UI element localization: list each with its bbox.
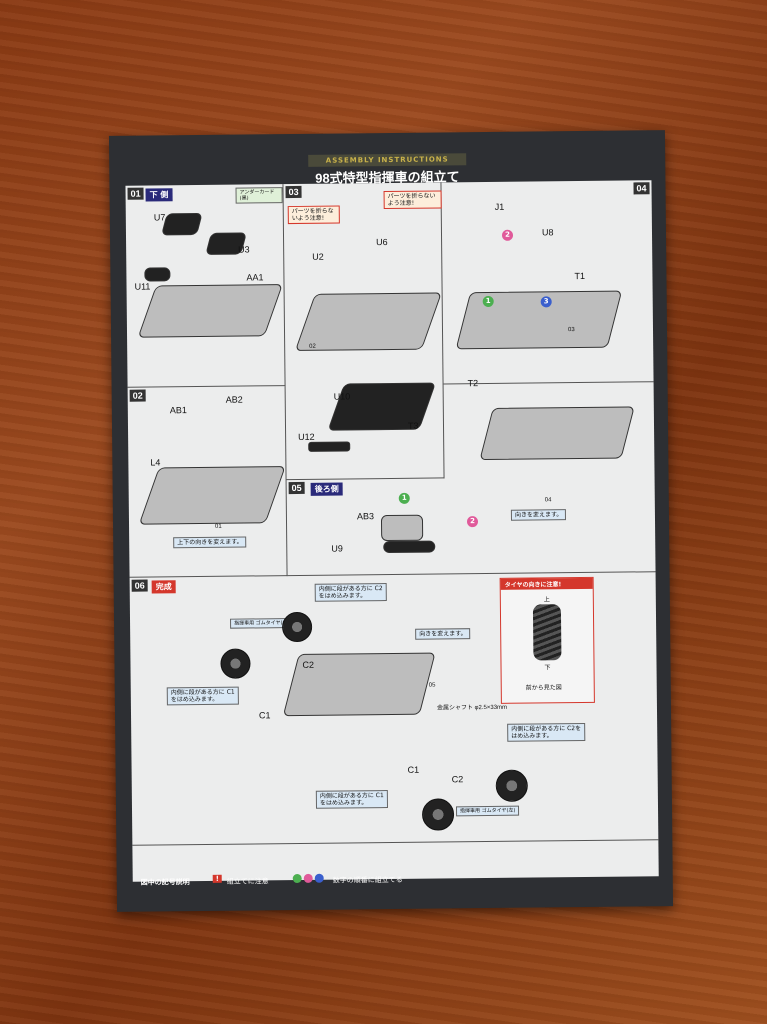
order-2-icon: 2 xyxy=(501,229,514,241)
step-03: 03 パーツを折らないよう注意! パーツを折らないよう注意! U2 U6 U10… xyxy=(283,182,445,481)
label-c2: C2 xyxy=(302,659,315,670)
step-tag: 下 側 xyxy=(145,188,173,202)
label-t3: T3 xyxy=(407,420,419,431)
label-u3: U3 xyxy=(238,244,250,255)
warning-icon: ! xyxy=(212,874,222,883)
legend-title: 図中の記号説明 xyxy=(140,878,190,887)
label-c1: C1 xyxy=(407,764,420,775)
step-note: 内側に段がある方に C1をはめ込みます。 xyxy=(166,686,239,706)
ref-label: 05 xyxy=(428,682,436,689)
step-02: 02 AB1 AB2 L4 上下の向きを変えます。 01 xyxy=(127,386,288,578)
tire-icon xyxy=(495,769,528,802)
order-icons xyxy=(292,873,325,885)
ref-label: 01 xyxy=(215,523,222,530)
part-note: アンダーカード(黒) xyxy=(235,187,283,204)
legend-item: 数字の順番に組立てる xyxy=(332,875,403,885)
order-1-icon: 1 xyxy=(482,295,494,308)
label-t1: T1 xyxy=(574,270,586,282)
part-aa1 xyxy=(137,284,283,338)
part-body xyxy=(479,406,635,461)
step-note: 向きを変えます。 xyxy=(510,509,567,521)
order-2-icon: 2 xyxy=(466,516,479,528)
label-l4: L4 xyxy=(150,457,161,468)
instruction-sheet: ASSEMBLY INSTRUCTIONS 98式特型指揮車の組立て 01 下 … xyxy=(108,130,674,912)
label-u7: U7 xyxy=(153,212,166,223)
label-ab2: AB2 xyxy=(225,394,243,405)
part-body xyxy=(138,466,286,525)
step-number: 05 xyxy=(288,481,305,495)
label-aa1: AA1 xyxy=(246,272,264,283)
tire-tread-icon xyxy=(532,604,562,661)
step-tag: 後ろ側 xyxy=(310,482,343,496)
label-j1: J1 xyxy=(494,201,505,212)
shaft-label: 金属シャフト φ2.5×33mm xyxy=(436,704,508,712)
step-tag: 完成 xyxy=(151,580,176,594)
part-ab3 xyxy=(380,514,424,542)
warning-note: パーツを折らないよう注意! xyxy=(383,190,442,210)
step-note: 内側に段がある方に C2をはめ込みます。 xyxy=(314,583,387,603)
label-u9: U9 xyxy=(331,543,343,554)
label-u10: U10 xyxy=(333,391,351,402)
label-t2: T2 xyxy=(467,378,479,389)
step-05: 05 後ろ側 1 2 AB3 U9 向きを変えます。 04 xyxy=(286,476,656,577)
step-06: 06 完成 内側に段がある方に C2をはめ込みます。 内側に段がある方に C1を… xyxy=(129,572,659,846)
step-04: 04 2 1 3 J1 U8 T1 03 xyxy=(441,180,654,385)
down-label: 下 xyxy=(544,665,551,672)
part-u11 xyxy=(144,267,171,282)
instruction-panel: 01 下 側 アンダーカード(黒) U7 U3 U11 AA1 03 パーツを折… xyxy=(125,180,659,882)
step-note: 内側に段がある方に C1をはめ込みます。 xyxy=(315,790,389,810)
up-label: 上 xyxy=(543,597,550,604)
ref-label: 02 xyxy=(309,343,316,350)
step-number: 06 xyxy=(131,579,148,592)
label-u8: U8 xyxy=(541,227,554,238)
order-1-icon: 1 xyxy=(398,492,410,504)
ref-label: 04 xyxy=(544,497,552,504)
caption: 前から見た図 xyxy=(525,685,562,692)
step-01: 01 下 側 アンダーカード(黒) U7 U3 U11 AA1 xyxy=(125,184,286,388)
part-u10 xyxy=(327,382,437,431)
tire-icon xyxy=(421,798,455,831)
step-number: 02 xyxy=(129,389,146,402)
tire-icon xyxy=(281,611,313,643)
part-u9 xyxy=(383,540,436,554)
label-c2: C2 xyxy=(451,774,464,785)
legend-item: 組立てに注意 xyxy=(226,877,269,886)
tire-label: 指揮車用 ゴムタイヤ(左) xyxy=(455,805,520,817)
label-ab1: AB1 xyxy=(169,405,187,416)
warning-tag: タイヤの向きに注意! xyxy=(500,577,593,590)
label-ab3: AB3 xyxy=(356,511,375,522)
tire-direction-box: タイヤの向きに注意! 上 下 前から見た図 xyxy=(499,576,595,704)
label-u2: U2 xyxy=(312,251,324,262)
part-u7 xyxy=(161,212,203,236)
order-3-icon: 3 xyxy=(540,296,552,308)
part-body xyxy=(294,292,442,351)
label-u11: U11 xyxy=(134,281,151,292)
step-note: 向きを変えます。 xyxy=(415,628,471,640)
ref-label: 03 xyxy=(567,327,575,334)
step-note: 内側に段がある方に C2をはめ込みます。 xyxy=(507,722,586,743)
step-number: 04 xyxy=(633,182,650,195)
tire-icon xyxy=(220,648,251,679)
label-c1: C1 xyxy=(258,710,271,721)
step-number: 01 xyxy=(127,187,144,200)
part-u12 xyxy=(308,441,351,452)
part-body xyxy=(455,290,623,350)
step-number: 03 xyxy=(285,185,302,199)
warning-note: パーツを折らないよう注意! xyxy=(287,205,340,225)
label-u6: U6 xyxy=(376,237,388,248)
step-note: 上下の向きを変えます。 xyxy=(173,536,247,549)
label-u12: U12 xyxy=(298,431,315,442)
